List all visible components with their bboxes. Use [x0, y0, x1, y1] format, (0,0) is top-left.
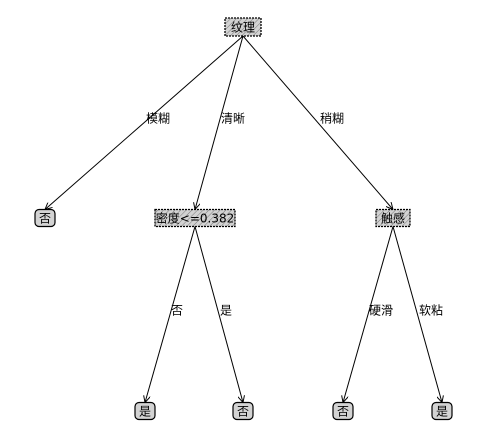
node-label-l3: 否: [237, 405, 249, 419]
edge-touch-l4: [343, 226, 394, 403]
edge-root-dens: [195, 35, 244, 210]
edge-root-touch: [242, 35, 393, 210]
node-box-touch: [375, 208, 411, 228]
edge-label-root-touch: 稍糊: [320, 111, 344, 126]
node-label-l5: 是: [436, 405, 448, 419]
edge-label-root-l1: 模糊: [146, 111, 170, 126]
edge-dens-l2: [145, 226, 196, 403]
leaf-node-l4: 否: [332, 401, 354, 421]
decision-node-dens: 密度<=0.382: [154, 208, 236, 228]
leaf-node-l1: 否: [34, 208, 56, 228]
leaf-node-l5: 是: [431, 401, 453, 421]
node-label-l1: 否: [39, 212, 51, 226]
decision-node-touch: 触感: [375, 208, 411, 228]
node-box-l3: [232, 401, 254, 421]
edge-root-l1: [45, 35, 244, 210]
node-label-l2: 是: [139, 405, 151, 419]
edge-label-dens-l3: 是: [220, 304, 232, 318]
leaf-node-l3: 否: [232, 401, 254, 421]
node-label-root: 纹理: [231, 21, 255, 35]
edge-label-dens-l2: 否: [171, 304, 183, 318]
node-label-dens: 密度<=0.382: [156, 211, 234, 226]
node-box-l2: [134, 401, 156, 421]
node-box-l1: [34, 208, 56, 228]
edge-label-touch-l5: 软粘: [419, 303, 443, 318]
leaf-node-l2: 是: [134, 401, 156, 421]
node-box-dens: [154, 208, 236, 228]
edge-label-root-dens: 清晰: [221, 112, 245, 126]
node-box-l4: [332, 401, 354, 421]
node-label-touch: 触感: [381, 211, 405, 226]
edge-dens-l3: [194, 226, 243, 403]
decision-node-root: 纹理: [224, 17, 262, 37]
edge-touch-l5: [392, 226, 442, 403]
node-box-l5: [431, 401, 453, 421]
node-label-l4: 否: [337, 405, 349, 419]
node-box-root: [224, 17, 262, 37]
edge-label-touch-l4: 硬滑: [369, 304, 393, 318]
